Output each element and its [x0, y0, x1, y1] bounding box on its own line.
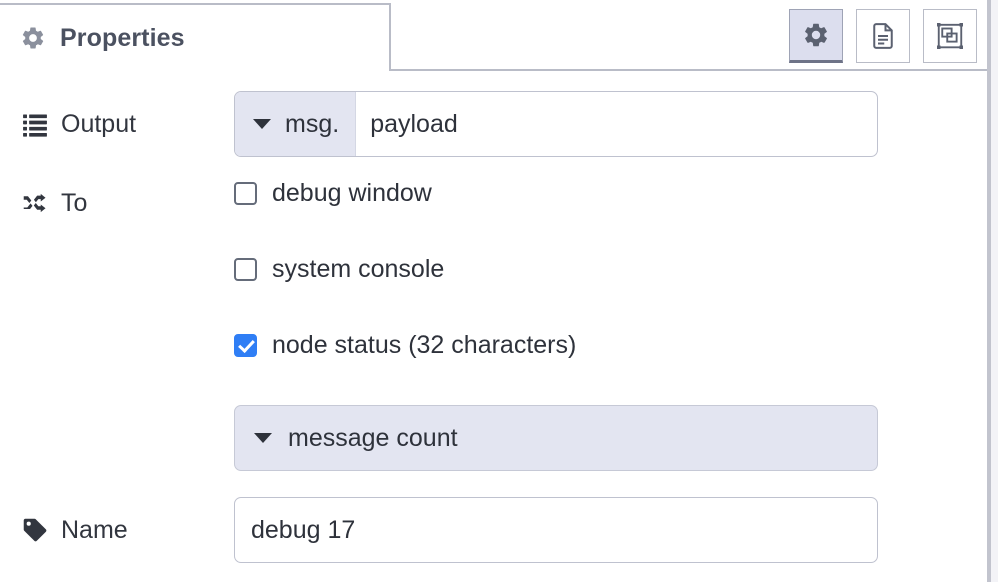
- name-label-text: Name: [61, 515, 128, 544]
- output-typed-input: msg.: [234, 91, 878, 157]
- panel-resize-divider[interactable]: [987, 0, 991, 582]
- name-label: Name: [0, 497, 234, 563]
- checkbox-box[interactable]: [234, 334, 257, 357]
- appearance-tab-button[interactable]: [923, 9, 977, 63]
- list-icon: [22, 111, 48, 137]
- status-type-value: message count: [288, 423, 458, 452]
- description-tab-button[interactable]: [856, 9, 910, 63]
- output-label-text: Output: [61, 109, 137, 138]
- tab-bar-baseline: [390, 69, 987, 71]
- checkbox-label: system console: [272, 255, 445, 283]
- gear-icon: [802, 21, 830, 49]
- tab-bar: Properties: [0, 0, 987, 71]
- to-label: To: [0, 181, 234, 225]
- checkbox-label: debug window: [272, 179, 432, 207]
- shuffle-icon: [22, 190, 48, 216]
- checkbox-box[interactable]: [234, 182, 257, 205]
- document-icon: [868, 21, 898, 51]
- checkbox-node-status[interactable]: node status (32 characters): [234, 333, 576, 358]
- status-type-select[interactable]: message count: [234, 405, 878, 471]
- status-select-spacer: [0, 405, 234, 471]
- output-type-label: msg.: [285, 109, 340, 138]
- checkbox-box[interactable]: [234, 258, 257, 281]
- checkbox-label: node status (32 characters): [272, 331, 577, 359]
- appearance-icon: [935, 21, 965, 51]
- tag-icon: [22, 517, 48, 543]
- name-input[interactable]: [234, 497, 878, 563]
- row-name: Name: [0, 497, 987, 563]
- row-output: Output msg.: [0, 91, 987, 157]
- row-status-select: message count: [0, 405, 987, 471]
- flow-canvas-strip: [991, 0, 998, 582]
- tab-properties-label: Properties: [60, 23, 185, 52]
- row-to: To debug window system console node stat…: [0, 181, 987, 358]
- output-property-input[interactable]: [356, 92, 877, 156]
- chevron-down-icon: [254, 433, 272, 443]
- tab-properties[interactable]: Properties: [0, 3, 391, 71]
- output-label: Output: [0, 91, 234, 157]
- panel-tab-buttons: [789, 9, 977, 63]
- to-label-text: To: [61, 188, 88, 217]
- gear-icon: [20, 25, 46, 51]
- checkbox-system-console[interactable]: system console: [234, 257, 576, 282]
- checkbox-debug-window[interactable]: debug window: [234, 181, 576, 206]
- to-options: debug window system console node status …: [234, 181, 576, 358]
- output-type-select[interactable]: msg.: [235, 92, 357, 156]
- properties-tab-button[interactable]: [789, 9, 843, 63]
- chevron-down-icon: [253, 119, 271, 129]
